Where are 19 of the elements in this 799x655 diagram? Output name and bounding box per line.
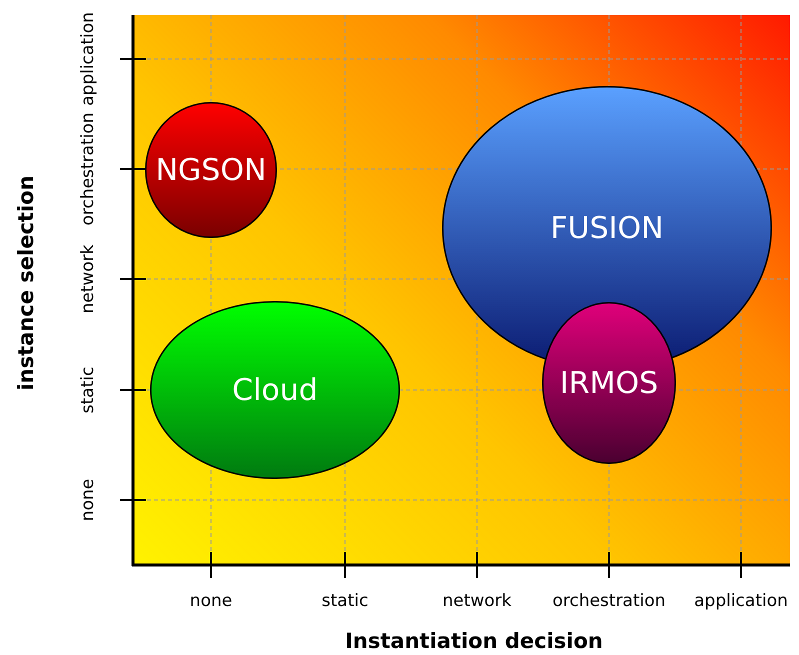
ellipse-bubble (542, 302, 676, 464)
ellipse-bubble (145, 102, 277, 238)
bubble-label: IRMOS (560, 366, 658, 400)
ellipse-bubble (150, 301, 400, 479)
tick-label: network (442, 591, 512, 611)
bubble-label: Cloud (232, 372, 318, 408)
tick-label: application (78, 12, 98, 106)
tick-label: orchestration (78, 112, 98, 226)
tick-label: none (190, 591, 232, 611)
tick-label: application (694, 591, 788, 611)
bubble-label: FUSION (550, 210, 664, 246)
tick-label: static (78, 366, 98, 414)
tick-label: static (322, 591, 368, 611)
bubble-label: NGSON (156, 152, 266, 188)
axis-title: instance selection (14, 175, 38, 391)
axis-title: Instantiation decision (345, 629, 603, 653)
tick-label: network (78, 244, 98, 314)
tick-label: none (78, 478, 98, 522)
tick-label: orchestration (552, 591, 666, 611)
